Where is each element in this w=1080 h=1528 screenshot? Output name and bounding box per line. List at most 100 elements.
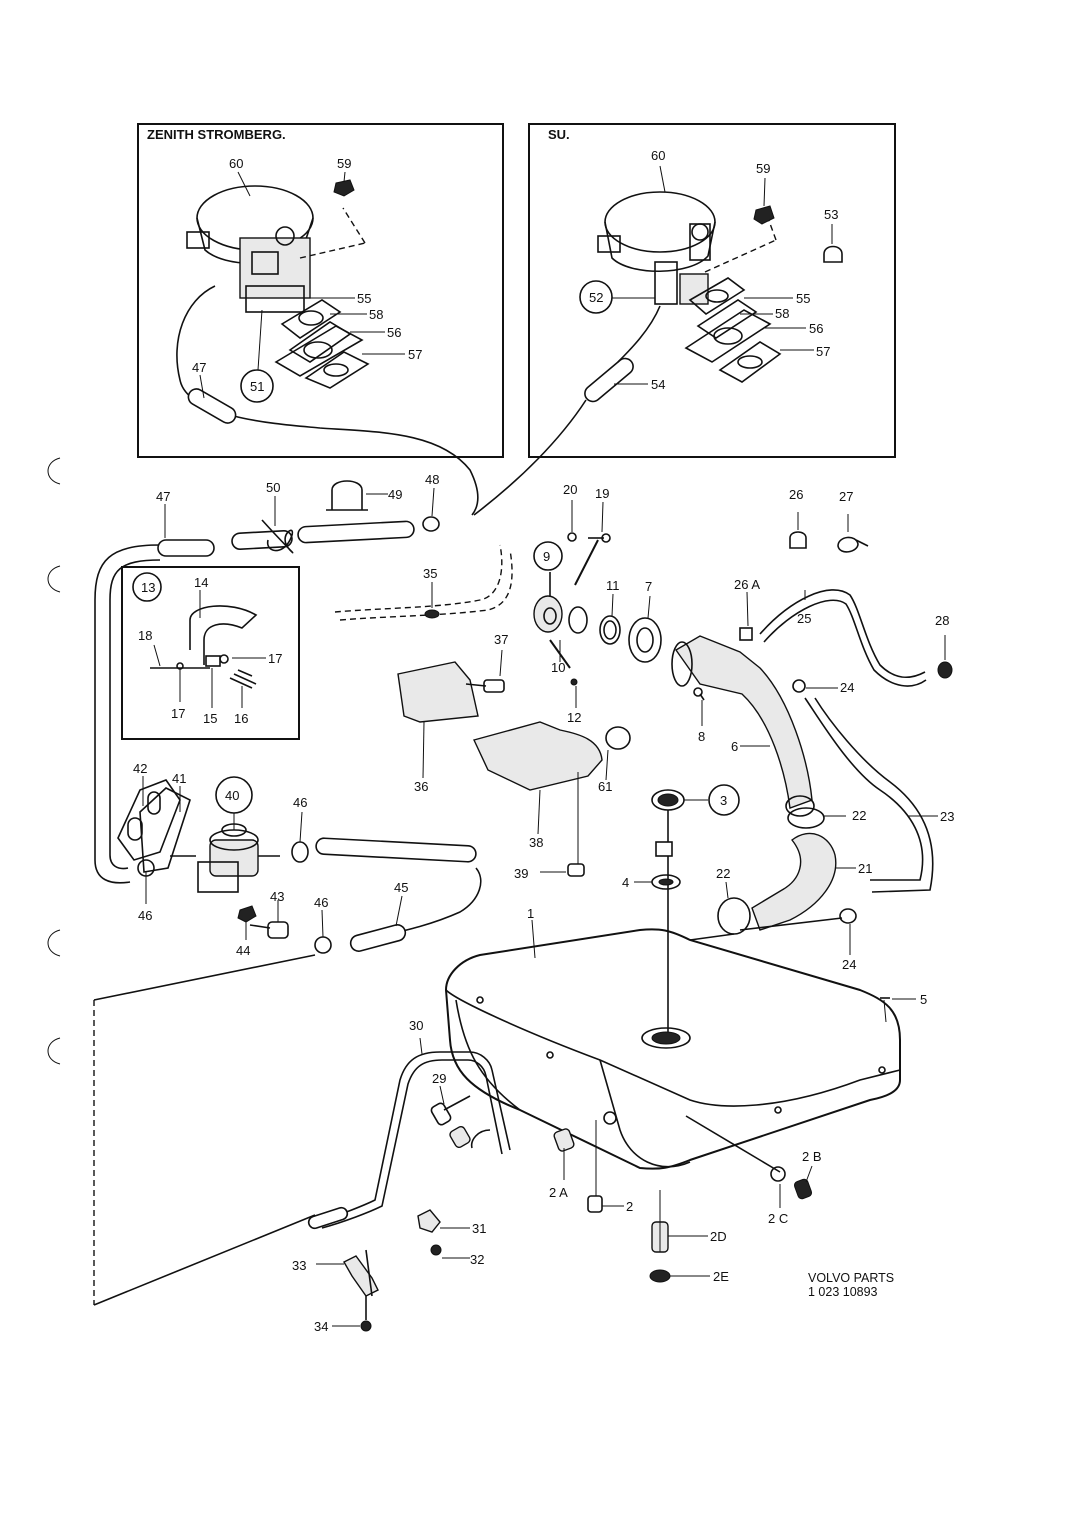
label-14: 14 xyxy=(194,575,208,590)
label-46c: 46 xyxy=(138,908,152,923)
label-60b: 60 xyxy=(651,148,665,163)
zenith-title: ZENITH STROMBERG. xyxy=(147,127,286,142)
label-32: 32 xyxy=(470,1252,484,1267)
label-60a: 60 xyxy=(229,156,243,171)
label-36: 36 xyxy=(414,779,428,794)
label-44: 44 xyxy=(236,943,250,958)
callout-3 xyxy=(708,784,740,816)
label-3: 3 xyxy=(720,793,727,808)
label-24a: 24 xyxy=(840,680,854,695)
label-50: 50 xyxy=(266,480,280,495)
label-27: 27 xyxy=(839,489,853,504)
label-1: 1 xyxy=(527,906,534,921)
label-31: 31 xyxy=(472,1221,486,1236)
label-57a: 57 xyxy=(408,347,422,362)
label-47b: 47 xyxy=(156,489,170,504)
label-56b: 56 xyxy=(809,321,823,336)
label-15: 15 xyxy=(203,711,217,726)
label-55b: 55 xyxy=(796,291,810,306)
volvo-credit: VOLVO PARTS 1 023 10893 xyxy=(808,1271,894,1299)
fuel-sender-3 xyxy=(634,789,708,1040)
label-4: 4 xyxy=(622,875,629,890)
su-inset: SU. xyxy=(473,123,896,516)
inset-13-frame xyxy=(121,566,300,740)
label-45: 45 xyxy=(394,880,408,895)
dashed-routing xyxy=(93,544,513,1306)
label-7: 7 xyxy=(645,579,652,594)
fuel-pump-40 xyxy=(117,776,289,940)
label-22b: 22 xyxy=(716,866,730,881)
label-26a: 26 A xyxy=(734,577,760,592)
label-2b: 2 B xyxy=(802,1149,822,1164)
label-55a: 55 xyxy=(357,291,371,306)
label-40: 40 xyxy=(225,788,239,803)
drain-parts xyxy=(553,1115,813,1283)
credit-line2: 1 023 10893 xyxy=(808,1285,878,1299)
label-51: 51 xyxy=(250,379,264,394)
filler-neck-6 xyxy=(671,512,953,817)
credit-line1: VOLVO PARTS xyxy=(808,1271,894,1285)
label-9: 9 xyxy=(543,549,550,564)
label-48: 48 xyxy=(425,472,439,487)
label-58b: 58 xyxy=(775,306,789,321)
label-30: 30 xyxy=(409,1018,423,1033)
label-29: 29 xyxy=(432,1071,446,1086)
callout-13 xyxy=(132,572,162,602)
hose-47-assembly xyxy=(94,480,440,884)
zenith-frame xyxy=(137,123,504,458)
su-title: SU. xyxy=(548,127,570,142)
label-23: 23 xyxy=(940,809,954,824)
label-17b: 17 xyxy=(171,706,185,721)
callout-9 xyxy=(533,541,563,571)
label-2: 2 xyxy=(626,1199,633,1214)
label-25: 25 xyxy=(797,611,811,626)
binder-marks xyxy=(47,457,61,1065)
label-53: 53 xyxy=(824,207,838,222)
label-52: 52 xyxy=(589,290,603,305)
label-28: 28 xyxy=(935,613,949,628)
label-39: 39 xyxy=(514,866,528,881)
label-38: 38 xyxy=(529,835,543,850)
label-11: 11 xyxy=(606,578,620,593)
label-46a: 46 xyxy=(293,795,307,810)
part-labels: 60 59 55 58 56 57 47 51 60 59 53 52 55 5… xyxy=(133,148,954,1334)
label-57b: 57 xyxy=(816,344,830,359)
label-22a: 22 xyxy=(852,808,866,823)
hose-21 xyxy=(689,807,857,955)
label-33: 33 xyxy=(292,1258,306,1273)
label-10: 10 xyxy=(551,660,565,675)
label-5: 5 xyxy=(920,992,927,1007)
label-2c: 2 C xyxy=(768,1211,788,1226)
label-20: 20 xyxy=(563,482,577,497)
label-24b: 24 xyxy=(842,957,856,972)
label-2a: 2 A xyxy=(549,1185,568,1200)
shields xyxy=(397,649,631,877)
label-34: 34 xyxy=(314,1319,328,1334)
label-59b: 59 xyxy=(756,161,770,176)
label-21: 21 xyxy=(858,861,872,876)
label-49: 49 xyxy=(388,487,402,502)
label-42: 42 xyxy=(133,761,147,776)
label-47a: 47 xyxy=(192,360,206,375)
label-26: 26 xyxy=(789,487,803,502)
label-18: 18 xyxy=(138,628,152,643)
label-43: 43 xyxy=(270,889,284,904)
label-61: 61 xyxy=(598,779,612,794)
label-41: 41 xyxy=(172,771,186,786)
label-37: 37 xyxy=(494,632,508,647)
label-6: 6 xyxy=(731,739,738,754)
label-54: 54 xyxy=(651,377,665,392)
inset-13 xyxy=(121,566,300,740)
return-line-30 xyxy=(307,1037,511,1332)
label-2d: 2D xyxy=(710,1229,727,1244)
zenith-stromberg-inset: ZENITH STROMBERG. xyxy=(137,123,504,516)
su-frame xyxy=(528,123,896,458)
filler-assembly xyxy=(533,500,662,708)
label-59a: 59 xyxy=(337,156,351,171)
label-19: 19 xyxy=(595,486,609,501)
label-13: 13 xyxy=(141,580,155,595)
label-16: 16 xyxy=(234,711,248,726)
label-17a: 17 xyxy=(268,651,282,666)
label-35: 35 xyxy=(423,566,437,581)
